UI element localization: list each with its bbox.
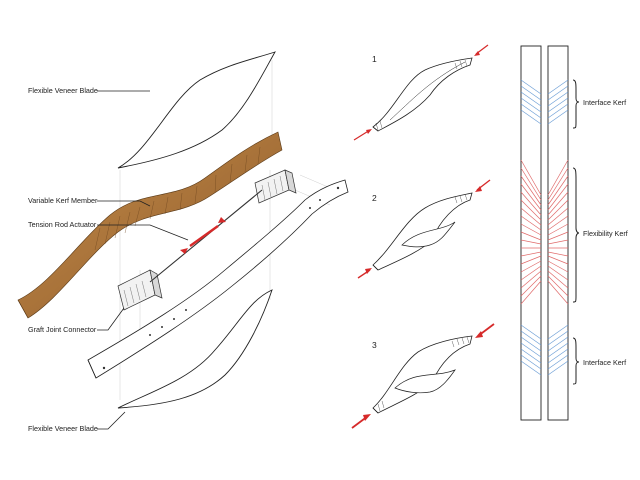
label-graft-joint: Graft Joint Connector <box>28 325 97 334</box>
interface-kerf-top <box>520 79 569 125</box>
leader-lines <box>97 90 189 430</box>
veneer-blade-top <box>117 51 276 169</box>
label-flexibility-kerf: Flexibility Kerf <box>583 229 628 238</box>
lower-plank <box>87 179 349 379</box>
graft-joint-connector-right <box>254 169 297 204</box>
kerf-strips: Interface Kerf Flexibility Kerf Interfac… <box>520 45 628 421</box>
label-interface-kerf-top: Interface Kerf <box>583 98 626 107</box>
veneer-blade-bottom <box>117 289 273 409</box>
step-3: 3 <box>351 323 495 429</box>
step-number-2: 2 <box>372 193 377 203</box>
label-veneer-bottom: Flexible Veneer Blade <box>28 424 98 433</box>
step-1: 1 <box>353 44 489 141</box>
graft-joint-connector-left <box>117 269 163 311</box>
kerf-strip-left <box>520 45 542 421</box>
kerf-braces <box>572 79 580 385</box>
step-number-1: 1 <box>372 54 377 64</box>
step-2: 2 <box>357 179 491 279</box>
kerf-strip-right <box>547 45 569 421</box>
flexibility-kerf <box>520 159 569 305</box>
label-tension-rod: Tension Rod Actuator <box>28 220 97 229</box>
kerf-member <box>17 131 283 319</box>
step-number-3: 3 <box>372 340 377 350</box>
interface-kerf-bottom <box>520 324 569 376</box>
label-interface-kerf-bottom: Interface Kerf <box>583 358 626 367</box>
label-veneer-top: Flexible Veneer Blade <box>28 86 98 95</box>
label-kerf-member: Variable Kerf Member <box>28 196 98 205</box>
tension-rod <box>149 189 263 283</box>
